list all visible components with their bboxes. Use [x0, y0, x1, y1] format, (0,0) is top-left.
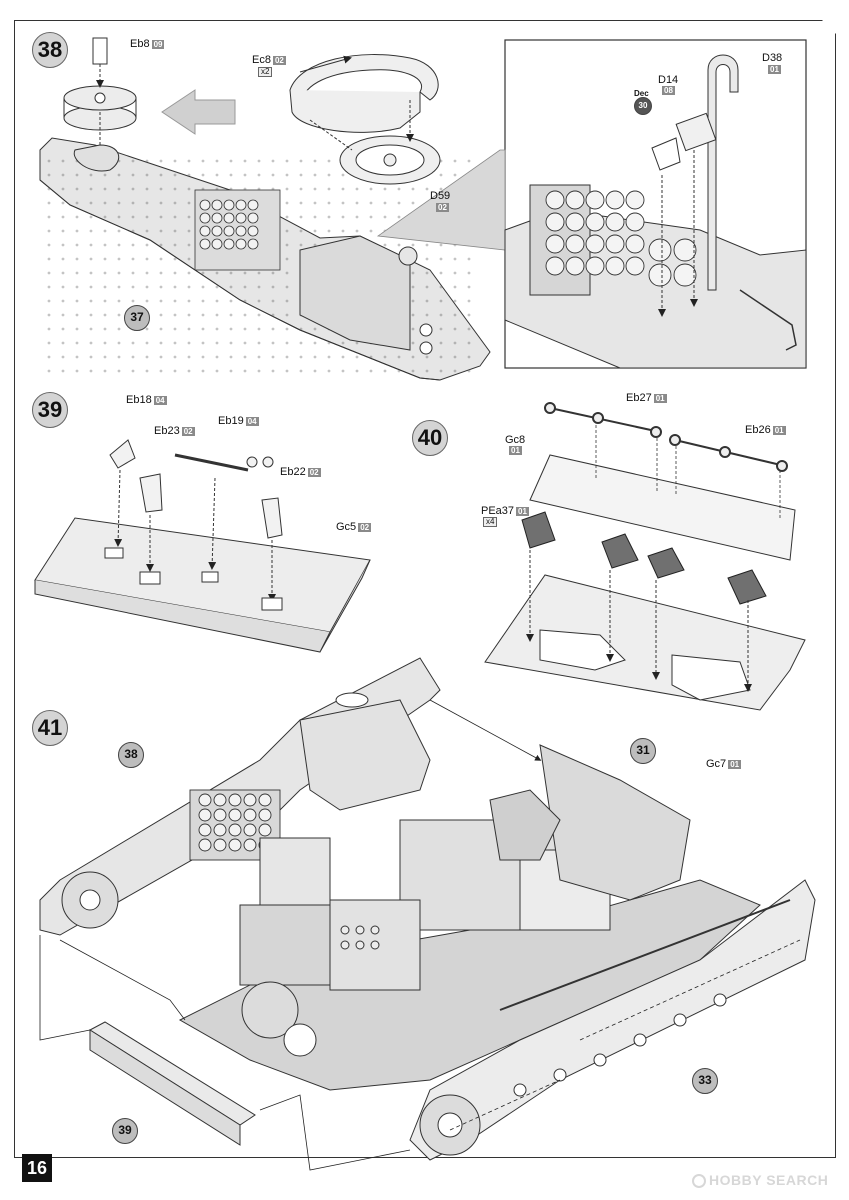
part-name: Eb22	[280, 466, 306, 478]
watermark: HOBBY SEARCH	[692, 1172, 828, 1188]
part-number-badge: 02	[272, 55, 286, 65]
part-number-badge: 02	[181, 426, 195, 436]
step-41-front-plate	[89, 1021, 256, 1146]
step-41-turret-housing	[299, 692, 431, 811]
part-number-badge: 04	[245, 416, 259, 426]
ref-step-38: 38	[118, 742, 144, 768]
part-name: Eb18	[126, 394, 152, 406]
step-38-number: 38	[32, 32, 68, 68]
logo-icon	[692, 1174, 706, 1188]
part-name: PEa37	[481, 505, 515, 517]
part-name: Gc8	[505, 434, 526, 446]
step-39-number: 39	[32, 392, 68, 428]
step-38-drive-wheel	[63, 37, 137, 172]
part-name: Gc5	[336, 521, 357, 533]
part-num-gc8: 01	[509, 446, 522, 455]
part-name: Eb8	[130, 38, 150, 50]
step-38-wheel-ring-detail	[289, 54, 441, 185]
part-qty-pea37: x4	[483, 517, 498, 527]
step-40-cover-plate	[529, 425, 796, 561]
part-number-badge: 04	[153, 395, 167, 405]
step-41-hull-floor	[178, 879, 761, 1091]
part-num-d14: 08	[662, 86, 675, 95]
step-40-number: 40	[412, 420, 448, 456]
part-name: D59	[430, 190, 451, 202]
part-number-badge: 09	[151, 39, 165, 49]
step-40-pe-parts	[521, 511, 767, 605]
step-39-plate	[34, 517, 371, 653]
ref-step-37: 37	[124, 305, 150, 331]
part-name: Eb27	[626, 392, 652, 404]
part-name: Eb19	[218, 415, 244, 427]
part-number-badge: 08	[662, 86, 675, 95]
step-40-frame	[484, 550, 806, 711]
watermark-text: HOBBY SEARCH	[709, 1172, 829, 1188]
part-name: Dec	[634, 89, 649, 98]
step-38-ammo-rack	[194, 189, 281, 271]
part-number-badge: 02	[307, 467, 321, 477]
step-41-number: 41	[32, 710, 68, 746]
part-label-d59: D59	[430, 190, 450, 202]
part-label-dec: Dec	[634, 88, 649, 100]
step-39-parts	[104, 439, 283, 611]
step-41-interior	[239, 744, 691, 1057]
part-number-badge: 02	[436, 203, 449, 212]
page-frame	[14, 20, 836, 1158]
part-name: D38	[762, 52, 783, 64]
step-38-direction-arrow	[161, 89, 236, 135]
part-num-d38: 01	[768, 65, 781, 74]
ref-step-33: 33	[692, 1068, 718, 1094]
step-41-right-side-plate	[409, 879, 816, 1161]
part-number-badge: 01	[509, 446, 522, 455]
part-number-badge: 01	[653, 393, 667, 403]
part-number-badge: 01	[772, 425, 786, 435]
step-40-rods	[544, 402, 788, 472]
part-name: Eb26	[745, 424, 771, 436]
part-number-badge: 02	[358, 522, 372, 532]
ref-step-31: 31	[630, 738, 656, 764]
part-label-d38: D38	[762, 52, 782, 64]
quantity-box: x4	[483, 517, 498, 527]
part-qty-ec8: x2	[258, 67, 273, 77]
part-number-badge: 01	[516, 506, 529, 516]
part-num-d59: 02	[436, 203, 449, 212]
step-41-guide-lines	[39, 699, 801, 1171]
part-label-d14: D14	[658, 74, 678, 86]
part-label-gc8: Gc8	[505, 434, 525, 446]
step-38-detail-inset	[376, 39, 807, 369]
decal-number-dec: 30	[634, 97, 652, 115]
part-name: Gc7	[706, 758, 727, 770]
part-name: Ec8	[252, 54, 271, 66]
part-number-badge: 01	[728, 759, 742, 769]
part-number-badge: 01	[768, 65, 781, 74]
page-number: 16	[22, 1154, 52, 1182]
part-name: Eb23	[154, 425, 180, 437]
ref-step-39: 39	[112, 1118, 138, 1144]
part-name: D14	[658, 74, 679, 86]
quantity-box: x2	[258, 67, 273, 77]
